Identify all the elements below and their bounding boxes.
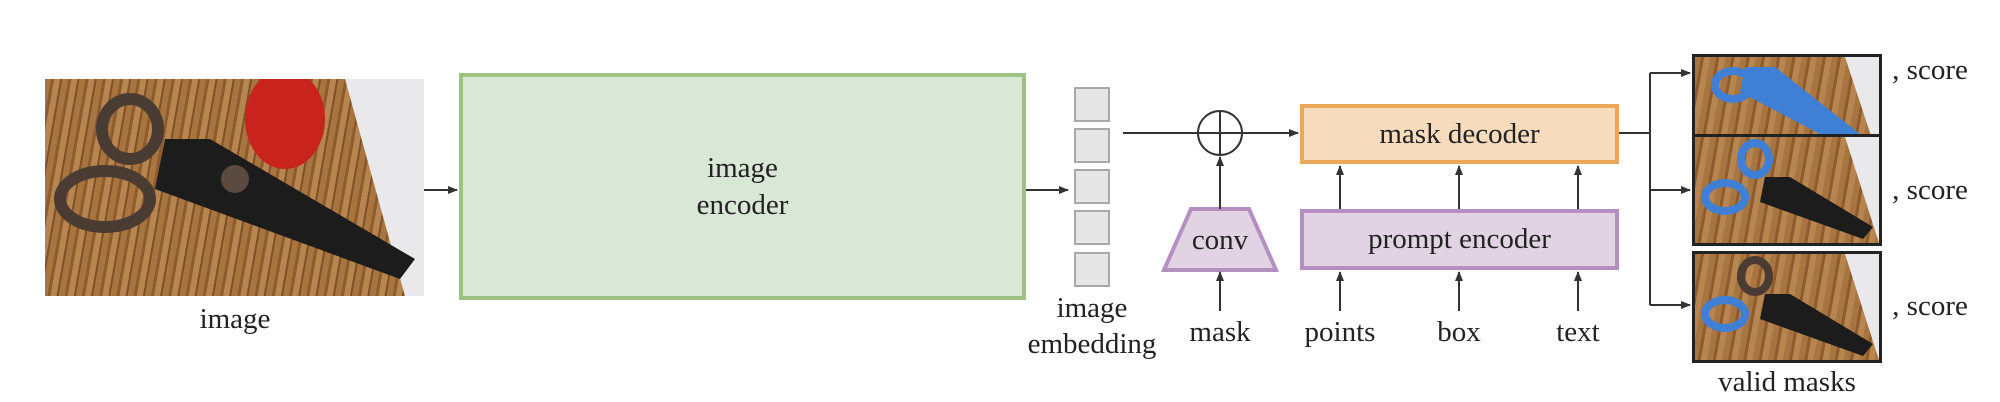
embedding-cell	[1074, 128, 1110, 163]
image-encoder-label-line1: image	[707, 152, 778, 185]
image-encoder-label-line2: encoder	[696, 188, 789, 221]
valid-masks-label: valid masks	[1718, 366, 1856, 398]
text-input-label: text	[1556, 316, 1600, 348]
output-mask-3	[1692, 251, 1882, 363]
conv-trapezoid	[1160, 207, 1280, 272]
points-input-label: points	[1304, 316, 1376, 348]
input-image-label: image	[199, 303, 271, 335]
score-label-3: , score	[1892, 290, 1968, 322]
mask-input-label: mask	[1189, 316, 1251, 348]
score-label-2: , score	[1892, 174, 1968, 206]
embedding-label-line1: image	[1056, 292, 1128, 324]
embedding-label-line2: embedding	[1027, 328, 1157, 360]
input-image	[45, 79, 424, 296]
conv-label: conv	[1191, 224, 1249, 256]
prompt-encoder-label: prompt encoder	[1368, 223, 1551, 256]
embedding-cell	[1074, 87, 1110, 122]
prompt-encoder-box: prompt encoder	[1300, 209, 1619, 270]
box-input-label: box	[1437, 316, 1481, 348]
image-encoder-box: image encoder	[459, 73, 1026, 300]
mask-decoder-label: mask decoder	[1379, 117, 1540, 150]
score-label-1: , score	[1892, 54, 1968, 86]
output-mask-2	[1692, 134, 1882, 246]
embedding-cell	[1074, 210, 1110, 245]
embedding-cell	[1074, 252, 1110, 287]
scissors-photo-graphic	[54, 79, 424, 296]
mask-decoder-box: mask decoder	[1300, 104, 1619, 164]
embedding-cell	[1074, 169, 1110, 204]
